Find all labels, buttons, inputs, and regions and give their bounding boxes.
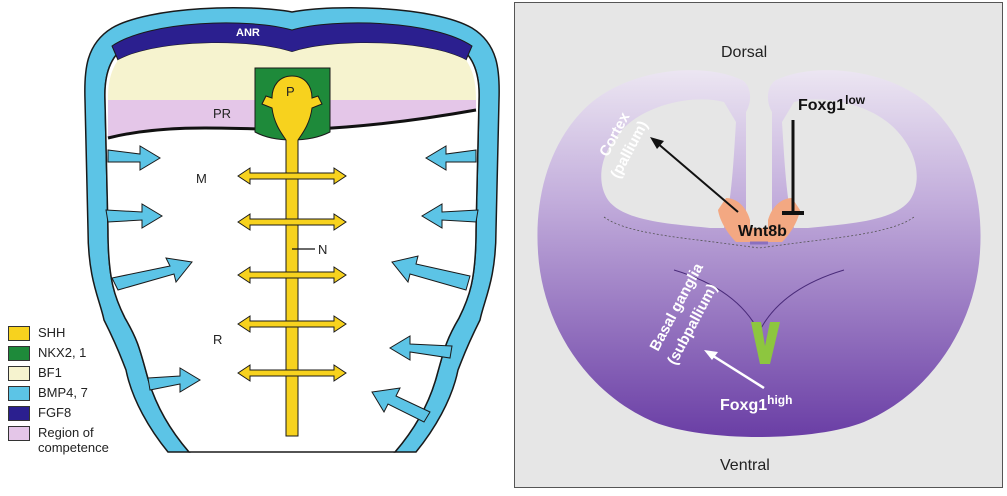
anr-label: ANR bbox=[236, 27, 260, 39]
legend-label-competence: Region of competence bbox=[38, 425, 128, 455]
telencephalon-diagram: Dorsal Ventral Cortex (pallium) Foxg1low… bbox=[514, 2, 1003, 488]
legend-swatch-bmp47 bbox=[8, 386, 30, 401]
legend-item-nkx21: NKX2, 1 bbox=[8, 345, 128, 365]
foxg1-high-sup: high bbox=[767, 393, 792, 407]
legend-item-competence: Region of competence bbox=[8, 425, 128, 459]
legend-label-shh: SHH bbox=[38, 325, 65, 340]
legend-swatch-bf1 bbox=[8, 366, 30, 381]
legend-item-shh: SHH bbox=[8, 325, 128, 345]
legend-label-bmp47: BMP4, 7 bbox=[38, 385, 88, 400]
legend-swatch-shh bbox=[8, 326, 30, 341]
dorsal-label: Dorsal bbox=[721, 44, 767, 61]
legend-swatch-fgf8 bbox=[8, 406, 30, 421]
legend-item-bf1: BF1 bbox=[8, 365, 128, 385]
legend-swatch-nkx21 bbox=[8, 346, 30, 361]
legend-swatch-competence bbox=[8, 426, 30, 441]
right-diagram-panel: Dorsal Ventral Cortex (pallium) Foxg1low… bbox=[514, 2, 1003, 488]
pr-label: PR bbox=[213, 106, 231, 121]
foxg1-low-sup: low bbox=[845, 93, 866, 107]
legend: SHH NKX2, 1 BF1 BMP4, 7 FGF8 Region of c… bbox=[8, 325, 128, 459]
p-label: P bbox=[286, 84, 295, 99]
foxg1-high-base: Foxg1 bbox=[720, 397, 767, 414]
ventral-label: Ventral bbox=[720, 457, 770, 474]
legend-item-fgf8: FGF8 bbox=[8, 405, 128, 425]
left-diagram-panel: ANR P PR M N R SHH NKX2, 1 BF1 BMP4, 7 F… bbox=[0, 0, 500, 491]
legend-label-bf1: BF1 bbox=[38, 365, 62, 380]
foxg1-low-base: Foxg1 bbox=[798, 97, 845, 114]
m-label: M bbox=[196, 171, 207, 186]
n-label: N bbox=[318, 242, 327, 257]
legend-item-bmp47: BMP4, 7 bbox=[8, 385, 128, 405]
r-label: R bbox=[213, 332, 222, 347]
wnt8b-label: Wnt8b bbox=[738, 223, 787, 240]
legend-label-nkx21: NKX2, 1 bbox=[38, 345, 86, 360]
legend-label-fgf8: FGF8 bbox=[38, 405, 71, 420]
